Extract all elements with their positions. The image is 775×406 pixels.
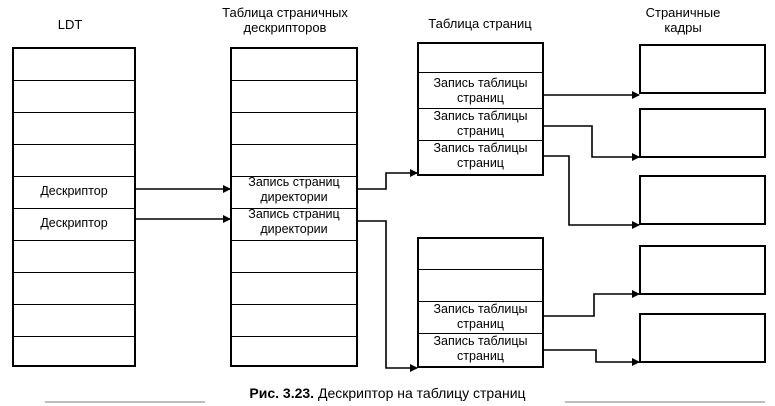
arrow-pt1-to-frame-3 bbox=[544, 155, 640, 229]
ldt-divider bbox=[14, 208, 134, 209]
pt1-entry-2: Запись таблицы страниц bbox=[433, 109, 528, 138]
figure-caption: Рис. 3.23. Дескриптор на таблицу страниц bbox=[0, 384, 775, 402]
page-frame-3 bbox=[639, 175, 766, 225]
arrow-pt1-to-frame-2 bbox=[544, 125, 640, 161]
arrow-pt2-to-frame-5 bbox=[544, 349, 640, 366]
ldt-divider bbox=[14, 272, 134, 273]
page-table-2: Запись таблицы страниц Запись таблицы ст… bbox=[417, 237, 544, 368]
pd-divider bbox=[232, 240, 356, 241]
pt1-divider bbox=[419, 108, 542, 109]
pd-divider bbox=[232, 112, 356, 113]
arrow-pd-to-pt2 bbox=[358, 220, 418, 372]
figure-caption-text: Дескриптор на таблицу страниц bbox=[317, 385, 526, 401]
ldt-descriptor-1: Дескриптор bbox=[40, 184, 108, 198]
ldt-divider bbox=[14, 80, 134, 81]
pt1-entry-1: Запись таблицы страниц bbox=[433, 76, 528, 105]
page-frame-5 bbox=[639, 313, 766, 363]
pd-divider bbox=[232, 176, 356, 177]
page-frame-4 bbox=[639, 245, 766, 295]
ldt-divider bbox=[14, 176, 134, 177]
page-table-1: Запись таблицы страниц Запись таблицы ст… bbox=[417, 42, 544, 176]
page-frame-2 bbox=[639, 108, 766, 158]
ldt-divider bbox=[14, 336, 134, 337]
ldt-divider bbox=[14, 112, 134, 113]
ldt-descriptor-2: Дескриптор bbox=[40, 216, 108, 230]
ldt-divider bbox=[14, 304, 134, 305]
pt1-divider bbox=[419, 72, 542, 73]
pd-divider bbox=[232, 272, 356, 273]
arrow-pd-to-pt1 bbox=[358, 169, 418, 190]
pd-entry-1: Запись страниц директории bbox=[248, 175, 340, 204]
scan-noise bbox=[565, 401, 765, 403]
pd-divider bbox=[232, 336, 356, 337]
pd-divider bbox=[232, 208, 356, 209]
ldt-divider bbox=[14, 240, 134, 241]
arrow-pt2-to-frame-4 bbox=[544, 290, 640, 317]
pt1-entry-3: Запись таблицы страниц bbox=[433, 141, 528, 170]
ldt-header: LDT bbox=[57, 17, 83, 32]
scan-noise bbox=[45, 401, 205, 403]
pd-divider bbox=[232, 144, 356, 145]
page-table-header: Таблица страниц bbox=[428, 16, 532, 31]
pd-entry-2: Запись страниц директории bbox=[248, 207, 340, 236]
pt2-entry-2: Запись таблицы страниц bbox=[433, 334, 528, 363]
pd-divider bbox=[232, 304, 356, 305]
page-frames-header: Страничные кадры bbox=[645, 5, 721, 35]
pt2-divider bbox=[419, 333, 542, 334]
pt2-entry-1: Запись таблицы страниц bbox=[433, 302, 528, 331]
page-descriptor-table-header: Таблица страничных дескрипторов bbox=[222, 5, 348, 35]
figure-caption-label: Рис. 3.23. bbox=[249, 385, 315, 401]
page-descriptor-table: Запись страниц директории Запись страниц… bbox=[230, 47, 358, 367]
page-frame-1 bbox=[639, 44, 766, 94]
ldt-divider bbox=[14, 144, 134, 145]
pt2-divider bbox=[419, 269, 542, 270]
ldt-table: Дескриптор Дескриптор bbox=[12, 47, 136, 367]
pt1-divider bbox=[419, 140, 542, 141]
pt2-divider bbox=[419, 301, 542, 302]
pd-divider bbox=[232, 80, 356, 81]
